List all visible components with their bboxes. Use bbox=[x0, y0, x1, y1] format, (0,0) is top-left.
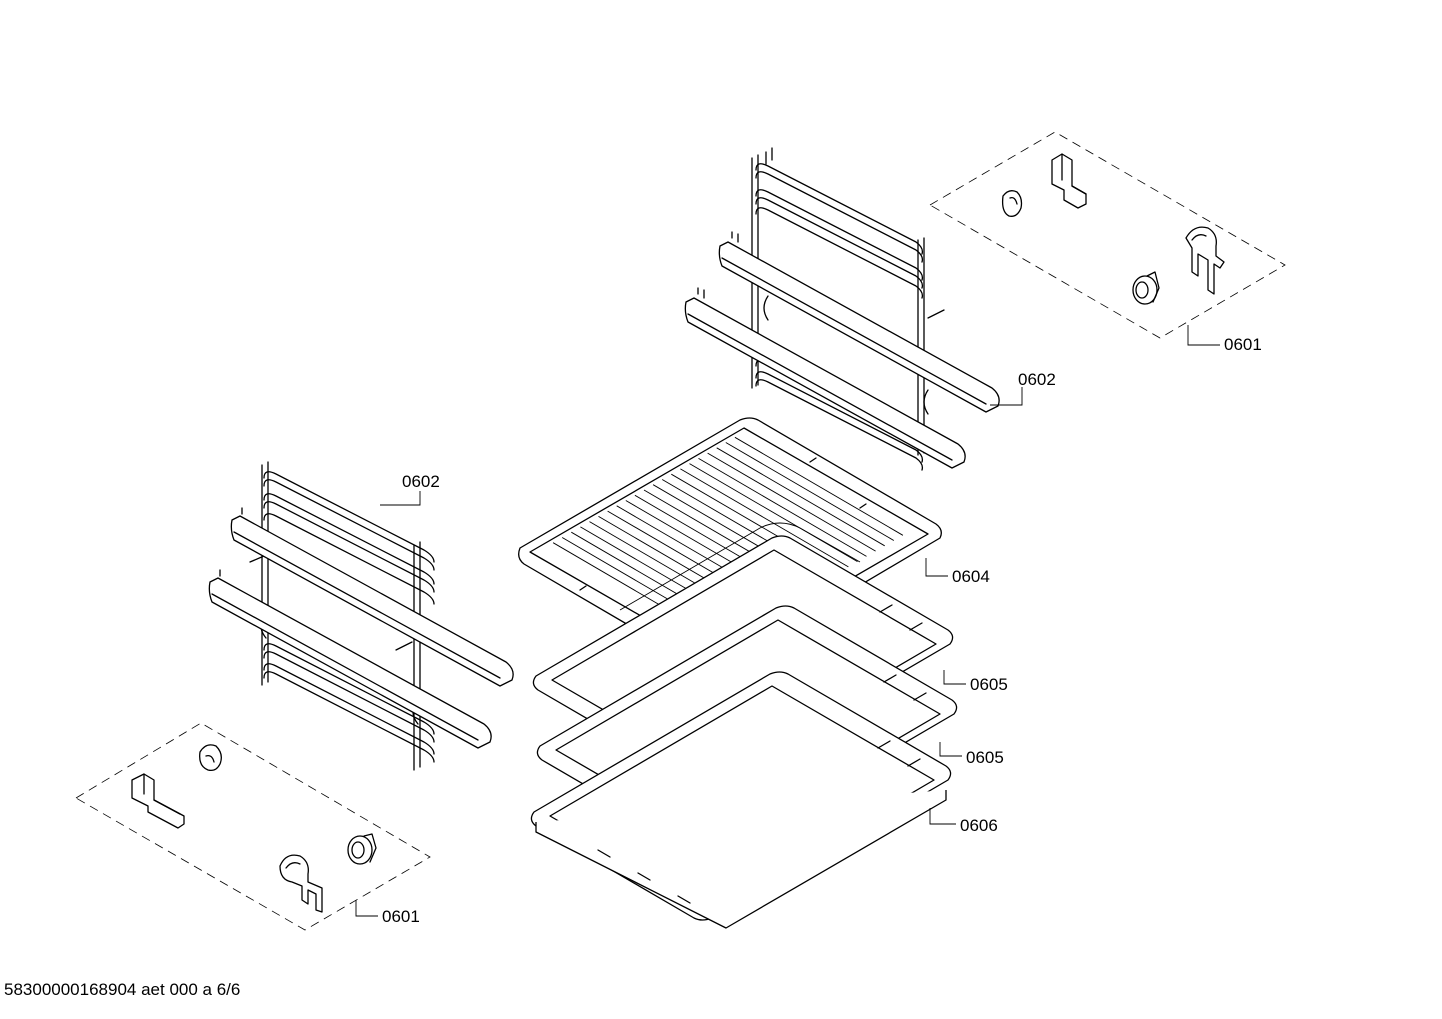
rack-wire bbox=[725, 442, 895, 541]
rack-wire bbox=[698, 458, 867, 557]
right-bracket-clip bbox=[1051, 153, 1087, 209]
rack-wire bbox=[689, 463, 858, 562]
left-bracket-clip bbox=[131, 773, 185, 829]
label-right-clip-set: 0601 bbox=[1224, 335, 1262, 354]
label-left-rail: 0602 bbox=[402, 472, 440, 491]
left-cap-small bbox=[199, 744, 222, 772]
rack-wire bbox=[680, 468, 849, 568]
document-code: 58300000168904 aet 000 a 6/6 bbox=[4, 980, 241, 999]
left-clip-set-group bbox=[75, 722, 431, 931]
right-round-plug bbox=[1132, 271, 1160, 305]
deep-tray bbox=[530, 671, 952, 929]
right-rail-assembly bbox=[684, 147, 1000, 471]
rack-wire bbox=[716, 447, 885, 547]
rack-wire bbox=[734, 436, 904, 536]
right-spring-clip bbox=[1185, 226, 1225, 295]
label-deep-tray: 0606 bbox=[960, 816, 998, 835]
left-round-plug bbox=[347, 833, 377, 865]
left-rail-assembly bbox=[208, 461, 514, 771]
right-clip-set-group bbox=[929, 131, 1286, 339]
label-right-rail: 0602 bbox=[1018, 370, 1056, 389]
leader-lines bbox=[355, 325, 1220, 917]
label-left-clip-set: 0601 bbox=[382, 907, 420, 926]
label-baking-tray-1: 0605 bbox=[970, 675, 1008, 694]
right-cap-small bbox=[1001, 190, 1023, 217]
left-spring-clip bbox=[279, 854, 323, 913]
label-wire-rack: 0604 bbox=[952, 567, 990, 586]
label-baking-tray-2: 0605 bbox=[966, 748, 1004, 767]
deep-tray-slots bbox=[597, 740, 921, 904]
rack-wire bbox=[707, 452, 876, 552]
